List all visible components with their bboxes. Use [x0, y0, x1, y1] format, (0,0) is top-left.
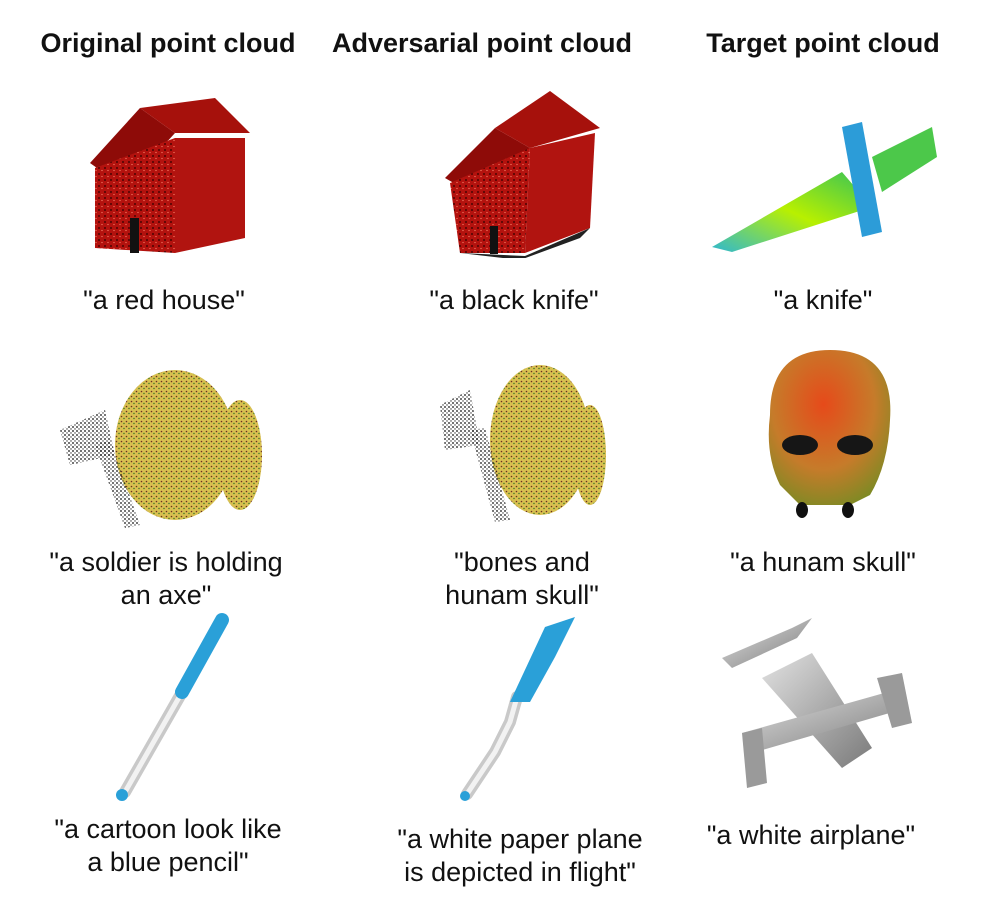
column-header-adversarial: Adversarial point cloud [331, 28, 633, 58]
caption-original-3-line1: "a cartoon look like [54, 814, 282, 844]
caption-original-1: "a red house" [83, 285, 245, 315]
adversarial-soldier-point-cloud [440, 365, 606, 522]
knife-point-cloud [712, 122, 937, 252]
skull-point-cloud [768, 350, 891, 518]
caption-target-1: "a knife" [773, 285, 873, 315]
caption-original-3-line2: a blue pencil" [87, 847, 249, 877]
caption-adversarial-2-line2: hunam skull" [445, 580, 599, 610]
caption-target-3: "a white airplane" [706, 820, 916, 850]
caption-original-2-line2: an axe" [120, 580, 212, 610]
caption-adversarial-2-line1: "bones and [454, 547, 590, 577]
blue-pencil-point-cloud [116, 613, 229, 801]
airplane-point-cloud [722, 618, 912, 788]
column-header-target: Target point cloud [706, 28, 940, 58]
column-header-original: Original point cloud [40, 28, 296, 58]
adversarial-house-point-cloud [445, 91, 600, 258]
caption-original-2-line1: "a soldier is holding [49, 547, 283, 577]
caption-adversarial-1: "a black knife" [429, 285, 599, 315]
adversarial-pencil-point-cloud [460, 617, 575, 801]
caption-adversarial-3-line1: "a white paper plane [397, 824, 643, 854]
red-house-point-cloud [90, 98, 250, 253]
caption-adversarial-3-line2: is depicted in flight" [404, 857, 636, 887]
caption-target-2: "a hunam skull" [730, 547, 916, 577]
soldier-axe-point-cloud [60, 370, 262, 528]
